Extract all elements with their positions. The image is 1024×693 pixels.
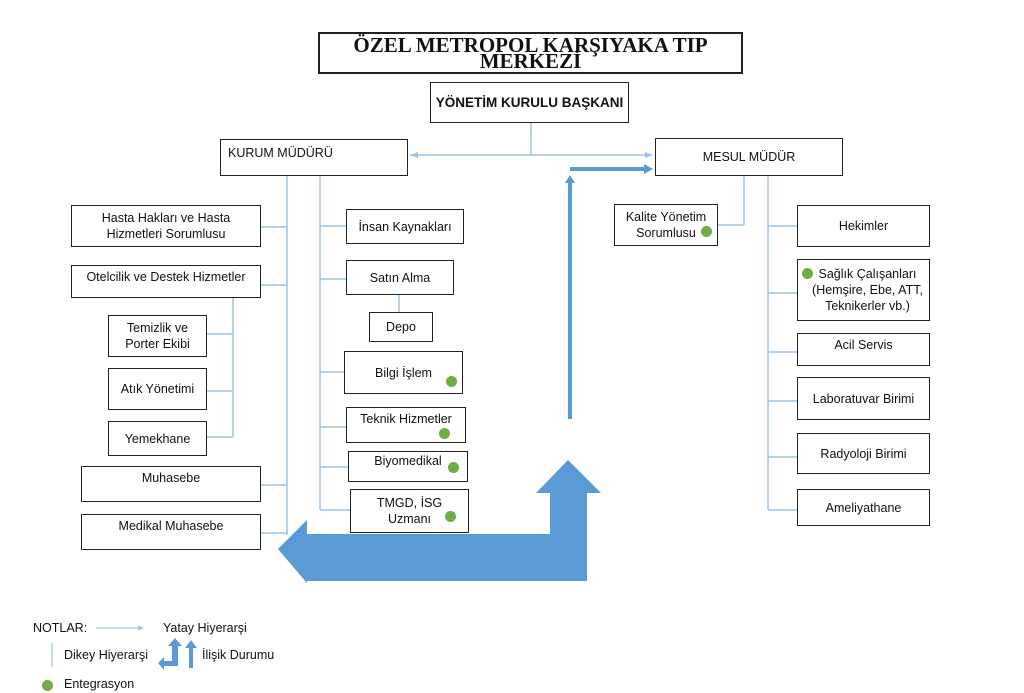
horizontal-line-icon — [96, 625, 144, 631]
unit-temizlik: Temizlik ve Porter Ekibi — [108, 315, 207, 357]
unit-tmgd-isg: TMGD, İSG Uzmanı — [350, 489, 469, 533]
unit-teknik-hizmetler: Teknik Hizmetler — [346, 407, 466, 443]
unit-atik-yonetimi: Atık Yönetimi — [108, 368, 207, 410]
unit-laboratuvar: Laboratuvar Birimi — [797, 377, 930, 420]
unit-label: Satın Alma — [369, 270, 431, 285]
unit-label: İnsan Kaynakları — [358, 219, 452, 234]
relation-arrow-shaft-vertical — [568, 182, 572, 419]
unit-label: Otelcilik ve Destek Hizmetler — [86, 270, 246, 284]
organization-title: ÖZEL METROPOL KARŞIYAKA TIP MERKEZİ — [318, 32, 743, 74]
bent-arrow-icon — [158, 638, 182, 670]
unit-label: TMGD, İSG Uzmanı — [376, 496, 443, 526]
unit-label: Yemekhane — [124, 431, 191, 446]
integration-dot-legend — [42, 680, 53, 691]
unit-label: Hasta Hakları ve Hasta Hizmetleri Soruml… — [101, 211, 231, 241]
up-arrow-icon — [185, 640, 197, 668]
unit-label: Laboratuvar Birimi — [812, 391, 915, 406]
unit-muhasebe: Muhasebe — [81, 466, 261, 502]
unit-label: Biyomedikal — [374, 454, 442, 468]
unit-yemekhane: Yemekhane — [108, 421, 207, 456]
unit-ameliyathane: Ameliyathane — [797, 489, 930, 526]
unit-label: Acil Servis — [834, 338, 893, 352]
unit-label: Temizlik ve Porter Ekibi — [125, 321, 190, 351]
unit-saglik-calisanlari: Sağlık Çalışanları (Hemşire, Ebe, ATT, T… — [797, 259, 930, 321]
unit-label: Hekimler — [838, 219, 889, 233]
unit-label: Ameliyathane — [825, 500, 902, 515]
legend-horizontal: Yatay Hiyerarşi — [163, 621, 247, 635]
legend-integration: Entegrasyon — [64, 677, 135, 691]
unit-hekimler: Hekimler — [797, 205, 930, 247]
unit-hasta-haklari: Hasta Hakları ve Hasta Hizmetleri Soruml… — [71, 205, 261, 247]
organization-title-text: ÖZEL METROPOL KARŞIYAKA TIP MERKEZİ — [353, 33, 708, 73]
unit-label: Atık Yönetimi — [120, 382, 195, 396]
board-chair-box: YÖNETİM KURULU BAŞKANI — [430, 82, 629, 123]
relation-arrow-head-up — [565, 175, 575, 183]
arrowhead-left — [410, 152, 418, 158]
unit-satin-alma: Satın Alma — [346, 260, 454, 295]
unit-label: Teknik Hizmetler — [360, 412, 452, 426]
unit-medikal-muhasebe: Medikal Muhasebe — [81, 514, 261, 550]
vertical-line-icon — [51, 643, 53, 667]
unit-otelcilik: Otelcilik ve Destek Hizmetler — [71, 265, 261, 298]
unit-label: Muhasebe — [141, 471, 201, 485]
legend-heading: NOTLAR: — [33, 621, 88, 635]
mesul-mudur-label: MESUL MÜDÜR — [702, 150, 796, 164]
board-chair-label: YÖNETİM KURULU BAŞKANI — [435, 94, 624, 110]
unit-depo: Depo — [369, 312, 433, 342]
unit-kalite-yonetim: Kalite Yönetim Sorumlusu — [614, 204, 718, 246]
relation-arrow-head-right — [644, 164, 653, 174]
unit-label: Sağlık Çalışanları (Hemşire, Ebe, ATT, T… — [812, 267, 923, 313]
unit-label: Bilgi İşlem — [375, 365, 432, 380]
integration-dot — [701, 226, 712, 237]
unit-radyoloji: Radyoloji Birimi — [797, 433, 930, 474]
unit-label: Kalite Yönetim Sorumlusu — [625, 210, 707, 240]
arrowhead-right — [645, 152, 653, 158]
unit-biyomedikal: Biyomedikal — [348, 451, 468, 482]
integration-dot — [802, 268, 813, 279]
unit-insan-kaynaklari: İnsan Kaynakları — [346, 209, 464, 244]
mesul-mudur-box: MESUL MÜDÜR — [655, 138, 843, 176]
integration-dot — [446, 376, 457, 387]
integration-dot — [445, 511, 456, 522]
integration-dot — [448, 462, 459, 473]
kurum-muduru-box: KURUM MÜDÜRÜ — [220, 139, 408, 176]
legend-vertical: Dikey Hiyerarşi — [64, 648, 149, 662]
unit-label: Radyoloji Birimi — [820, 446, 907, 461]
unit-label: Medikal Muhasebe — [118, 519, 224, 533]
relation-arrow-shaft-horizontal — [570, 167, 645, 171]
unit-bilgi-islem: Bilgi İşlem — [344, 351, 463, 394]
unit-label: Depo — [386, 320, 416, 334]
legend-relation: İlişik Durumu — [202, 648, 275, 662]
kurum-muduru-label: KURUM MÜDÜRÜ — [228, 146, 333, 160]
unit-acil-servis: Acil Servis — [797, 333, 930, 366]
integration-dot — [439, 428, 450, 439]
big-bent-arrow — [278, 460, 601, 583]
